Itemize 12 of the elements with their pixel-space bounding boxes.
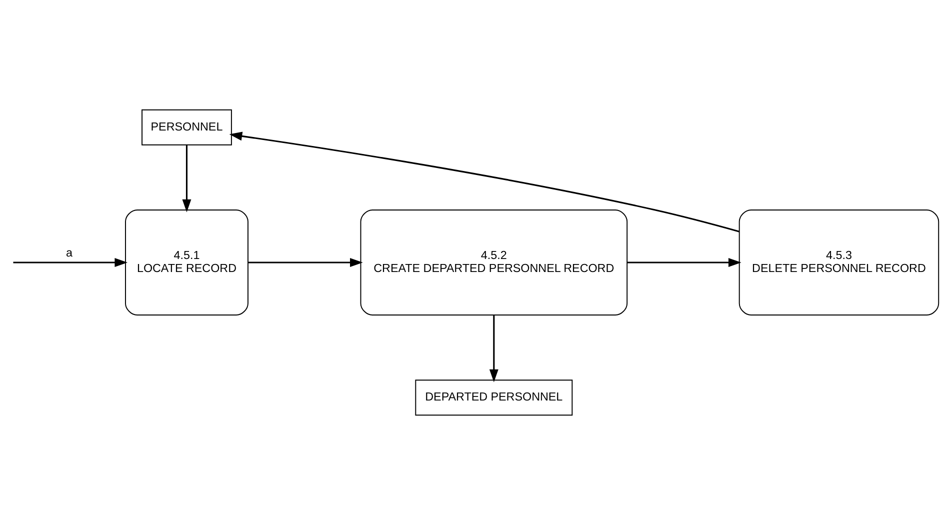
node-box: 4.5.2 CREATE DEPARTED PERSONNEL RECORD <box>360 210 628 316</box>
arrow <box>229 132 740 232</box>
arrow <box>182 144 192 212</box>
arrow <box>489 315 498 382</box>
edge-label: a <box>66 246 73 260</box>
node-box: 4.5.1 LOCATE RECORD <box>125 210 248 316</box>
node-box: PERSONNEL <box>142 109 232 146</box>
arrow <box>248 258 363 267</box>
node-box: DEPARTED PERSONNEL <box>415 380 573 416</box>
node-box: 4.5.3 DELETE PERSONNEL RECORD <box>738 210 940 316</box>
arrow <box>13 258 128 267</box>
arrow <box>627 258 742 267</box>
